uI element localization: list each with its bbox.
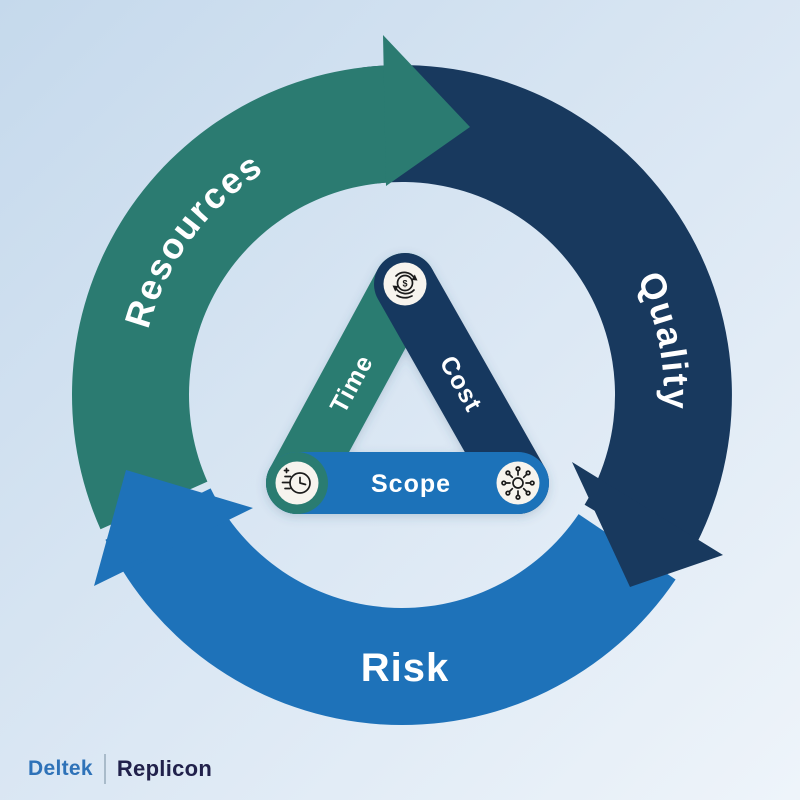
risk-arc bbox=[105, 488, 676, 726]
triangle bbox=[266, 253, 549, 514]
risk-arrowhead bbox=[94, 470, 253, 586]
time-bar bbox=[266, 253, 436, 514]
dollar-symbol: $ bbox=[402, 279, 407, 289]
speed-clock-icon bbox=[281, 467, 311, 494]
replicon-wordmark: Replicon bbox=[116, 756, 213, 781]
cycle-ring bbox=[72, 35, 732, 726]
cost-vertex-circle bbox=[383, 262, 427, 306]
resources-arrowhead bbox=[383, 35, 470, 186]
deltek-wordmark: Deltek bbox=[28, 757, 93, 780]
money-cycle-icon: $ bbox=[392, 271, 418, 299]
cost-bar bbox=[374, 253, 549, 514]
quality-arc bbox=[361, 65, 732, 566]
resources-arc bbox=[72, 65, 391, 530]
scope-vertex-circle bbox=[496, 461, 540, 505]
brand-logo: Deltek Replicon bbox=[28, 750, 212, 788]
network-hub-icon bbox=[501, 466, 535, 500]
scope-label: Scope bbox=[371, 470, 451, 498]
risk-label: Risk bbox=[361, 646, 450, 690]
logo-divider bbox=[103, 754, 106, 784]
quality-arrowhead bbox=[572, 462, 723, 587]
